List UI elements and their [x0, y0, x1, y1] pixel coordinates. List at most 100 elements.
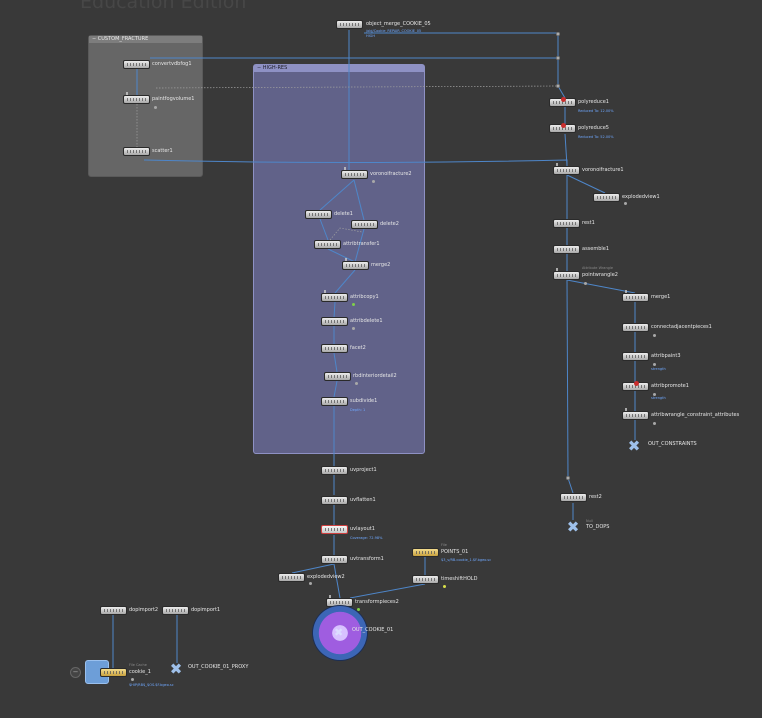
node-label: attribcopy1	[350, 294, 379, 300]
red-flag-icon	[561, 123, 566, 128]
node-label: dopimport2	[129, 607, 159, 613]
node-body[interactable]	[321, 525, 348, 534]
node-body[interactable]	[553, 219, 580, 228]
display-flag-icon	[357, 608, 360, 611]
node-body[interactable]	[100, 668, 127, 677]
node-body[interactable]	[305, 210, 332, 219]
node-body[interactable]	[321, 496, 348, 505]
null-node-icon[interactable]: ✖	[627, 437, 641, 455]
node-body[interactable]	[351, 220, 378, 229]
node-label: subdivide1	[350, 398, 378, 404]
node-label: object_merge_COOKIE_05	[366, 21, 431, 27]
node-type: Attribute Wrangle	[582, 266, 614, 270]
node-label: explodedview1	[622, 194, 660, 200]
node-flag	[355, 382, 358, 385]
node-label: attribpromote1	[651, 383, 689, 389]
node-comment: HIGH	[366, 34, 376, 38]
node-label: POINTS_01	[441, 549, 469, 555]
node-flag	[653, 363, 656, 366]
out-cookie-01-display-node[interactable]: ✖	[313, 606, 367, 660]
node-flag	[653, 422, 656, 425]
node-comment: $3_v/RB.cookie_1.$F.bgeo.sc	[441, 558, 492, 562]
node-body[interactable]	[162, 606, 189, 615]
node-body[interactable]	[321, 397, 348, 406]
node-comment: $HIP/RB$_$OS.$F.bgeo.sc	[129, 683, 174, 687]
node-label: explodedview2	[307, 574, 345, 580]
node-label: uvlayout1	[350, 526, 375, 532]
wire-dot[interactable]	[566, 476, 570, 480]
node-label: dopimport1	[191, 607, 221, 613]
node-body[interactable]	[593, 193, 620, 202]
node-label: connectadjacentpieces1	[651, 324, 712, 330]
node-flag	[154, 106, 157, 109]
node-flag	[584, 282, 587, 285]
node-body[interactable]	[123, 147, 150, 156]
node-body[interactable]	[560, 493, 587, 502]
network-box-custom-fracture[interactable]: − CUSTOM_FRACTURE	[88, 35, 203, 177]
node-body[interactable]	[100, 606, 127, 615]
node-body[interactable]	[622, 411, 649, 420]
null-node-icon[interactable]: ✖	[169, 660, 183, 678]
node-body[interactable]	[321, 555, 348, 564]
node-comment: /obj/Cookie_REPAIR_COOKIE_05	[366, 29, 422, 33]
node-body[interactable]	[412, 575, 439, 584]
out-cookie-01-label: OUT_COOKIE_01	[352, 627, 394, 633]
node-label: delete2	[380, 221, 399, 227]
node-body[interactable]	[622, 293, 649, 302]
node-comment: Coverage: 72.98%	[350, 536, 383, 540]
node-body[interactable]	[324, 372, 351, 381]
template-flag-icon	[443, 585, 446, 588]
network-box-high-res[interactable]: − HIGH-RES	[253, 64, 425, 454]
network-box-title[interactable]: − CUSTOM_FRACTURE	[89, 36, 202, 43]
node-body[interactable]	[123, 60, 150, 69]
wire-dot[interactable]	[556, 84, 560, 88]
wire-dot[interactable]	[556, 56, 560, 60]
node-body[interactable]	[553, 245, 580, 254]
node-body[interactable]	[278, 573, 305, 582]
node-body[interactable]	[321, 293, 348, 302]
network-box-title[interactable]: − HIGH-RES	[254, 65, 424, 72]
node-comment: Depth: 1	[350, 408, 366, 412]
node-comment: strength	[651, 367, 666, 371]
node-label: facet2	[350, 345, 366, 351]
node-comment: Reduced To: 12.00%	[578, 109, 614, 113]
node-label: voronoifracture2	[370, 171, 412, 177]
node-label: uvflatten1	[350, 497, 376, 503]
node-body[interactable]	[321, 466, 348, 475]
node-body[interactable]	[622, 352, 649, 361]
node-body[interactable]	[412, 548, 439, 557]
red-flag-icon	[561, 97, 566, 102]
node-body[interactable]	[336, 20, 363, 29]
node-label: polyreduce1	[578, 99, 609, 105]
node-body[interactable]	[622, 323, 649, 332]
node-body[interactable]	[314, 240, 341, 249]
node-label: uvproject1	[350, 467, 377, 473]
bypass-icon[interactable]: −	[70, 667, 81, 678]
node-label: polyreduce5	[578, 125, 609, 131]
node-comment: strength	[651, 396, 666, 400]
node-flag	[653, 393, 656, 396]
node-body[interactable]	[553, 271, 580, 280]
node-flag	[624, 202, 627, 205]
null-node-icon[interactable]: ✖	[566, 518, 580, 536]
node-label: convertvdbfog1	[152, 61, 192, 67]
node-type: Null	[586, 519, 593, 523]
wire-dot[interactable]	[556, 32, 560, 36]
node-label: rbdinteriordetail2	[353, 373, 397, 379]
node-flag	[352, 327, 355, 330]
red-flag-icon	[634, 381, 639, 386]
node-body[interactable]	[342, 261, 369, 270]
null-node-icon: ✖	[334, 626, 344, 639]
node-flag	[131, 678, 134, 681]
node-label: delete1	[334, 211, 353, 217]
node-body[interactable]	[553, 166, 580, 175]
node-body[interactable]	[321, 317, 348, 326]
node-body[interactable]	[341, 170, 368, 179]
edition-watermark: Education Edition	[80, 0, 247, 13]
node-body[interactable]	[123, 95, 150, 104]
node-label: merge1	[651, 294, 671, 300]
node-label: pointwrangle2	[582, 272, 618, 278]
node-body[interactable]	[321, 344, 348, 353]
node-label: cookie_1	[129, 669, 151, 675]
